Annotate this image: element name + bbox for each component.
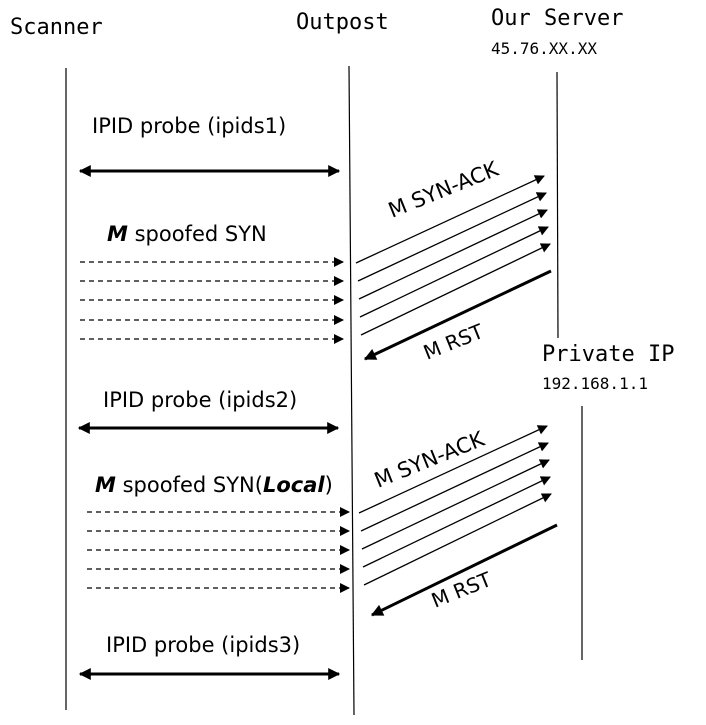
scanner-label: Scanner: [10, 15, 103, 40]
synack2-arrow-2: [360, 442, 549, 532]
rst1-arrow: [363, 269, 552, 361]
spoof1-label: M spoofed SYN: [107, 222, 267, 246]
synack1-arrow-2: [357, 192, 547, 282]
probe3-label: IPID probe (ipids3): [106, 633, 300, 657]
outpost-label: Outpost: [296, 10, 389, 35]
synack2-arrow-5: [363, 493, 552, 586]
probe1-label: IPID probe (ipids1): [92, 114, 286, 138]
synack1-arrow-4: [359, 226, 549, 318]
rst2-arrow: [370, 523, 558, 617]
server-lifeline: [556, 71, 559, 339]
probe2-label: IPID probe (ipids2): [103, 388, 297, 412]
synack1-arrow-3: [358, 209, 548, 300]
synack2-arrow-4: [362, 476, 551, 568]
private-ip-address: 192.168.1.1: [542, 374, 648, 393]
synack1-label: M SYN-ACK: [385, 156, 503, 222]
synack2-arrow-3: [361, 459, 550, 550]
synack1-arrow-5: [360, 243, 551, 336]
outpost-lifeline: [348, 65, 355, 716]
rst2-label: M RST: [428, 567, 496, 613]
spoof2-label: M spoofed SYN(Local): [95, 473, 333, 497]
synack1-arrow-1: [355, 175, 545, 264]
server-label: Our Server: [491, 6, 623, 31]
synack2-label: M SYN-ACK: [371, 426, 489, 492]
private-ip-label: Private IP: [542, 342, 674, 367]
rst1-label: M RST: [420, 319, 488, 365]
server-address: 45.76.XX.XX: [491, 39, 597, 58]
synack2-arrow-1: [358, 425, 548, 514]
